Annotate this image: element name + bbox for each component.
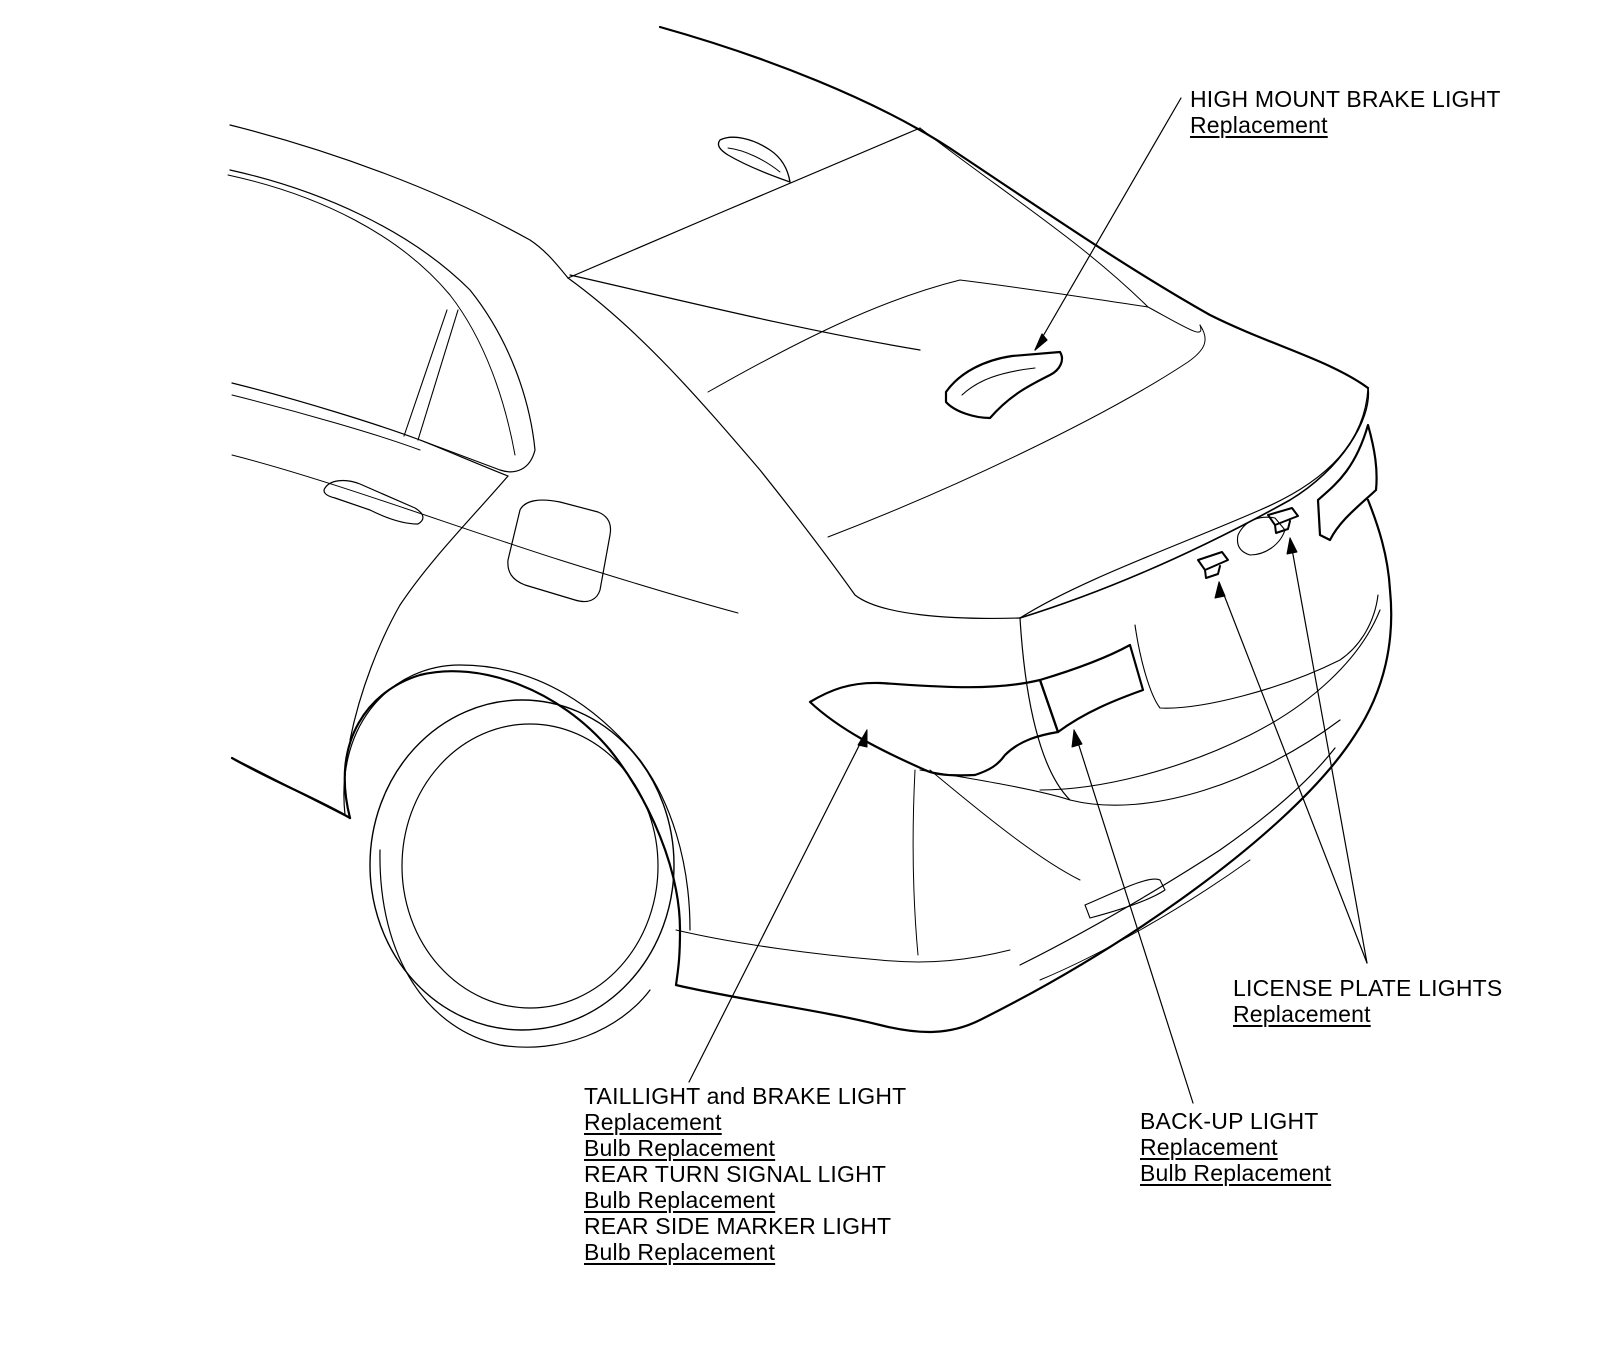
body-character-line xyxy=(231,454,739,614)
belt-line xyxy=(231,382,509,477)
high-mount-brake-light-heading: HIGH MOUNT BRAKE LIGHT xyxy=(1190,86,1501,112)
deck-crease-lower xyxy=(827,324,1206,538)
right-taillight xyxy=(1316,423,1378,542)
trunk-lid-edge xyxy=(1019,387,1369,619)
license-plate-light-left xyxy=(1197,551,1229,579)
quarter-window-pillar-2 xyxy=(417,309,459,441)
leader-license-right xyxy=(1289,537,1368,964)
bumper-lower-lip xyxy=(1019,747,1336,966)
leader-high-mount-arrow xyxy=(1034,333,1048,351)
trunk-lid-outline xyxy=(1019,387,1370,619)
bumper-lower-lip-2 xyxy=(1039,859,1251,981)
tire-tread xyxy=(379,849,651,1048)
antenna xyxy=(717,136,791,183)
bumper-lower xyxy=(674,498,1393,1034)
left-taillight xyxy=(808,678,1060,777)
rear-turn-signal-heading: REAR TURN SIGNAL LIGHT xyxy=(584,1161,887,1187)
tire-inner xyxy=(401,723,659,1009)
leader-backup xyxy=(1073,729,1194,1104)
taillight-replacement-link[interactable]: Replacement xyxy=(584,1109,722,1135)
wheel-arch-main xyxy=(343,670,682,987)
bumper-side-line xyxy=(929,769,1081,881)
rear-fascia-top xyxy=(567,277,1021,620)
rear-side-marker-heading: REAR SIDE MARKER LIGHT xyxy=(584,1213,892,1239)
tire-outer xyxy=(369,699,675,1031)
license-plate-lights-heading: LICENSE PLATE LIGHTS xyxy=(1233,975,1503,1001)
bumper-vertical xyxy=(912,769,919,956)
rear-window xyxy=(567,127,921,279)
quarter-panel-shoulder xyxy=(349,475,509,741)
license-recess xyxy=(1134,594,1379,709)
bumper-reflector xyxy=(1084,878,1166,919)
rear-window-lower xyxy=(569,274,921,351)
side-window-frame-inner xyxy=(229,169,536,473)
back-up-light-shape xyxy=(1038,643,1145,734)
back-up-light-replacement-link[interactable]: Replacement xyxy=(1140,1134,1278,1160)
roof-outline xyxy=(658,25,1370,390)
trunk-lock-recess xyxy=(1236,516,1286,556)
high-mount-brake-light-inner xyxy=(961,367,1036,396)
deck-crease xyxy=(707,279,1149,393)
back-up-light-heading: BACK-UP LIGHT xyxy=(1140,1108,1319,1134)
leader-license-left xyxy=(1218,581,1368,964)
taillight-brake-light-heading: TAILLIGHT and BRAKE LIGHT xyxy=(584,1083,907,1109)
leader-backup-arrow xyxy=(1071,729,1083,748)
deck-line xyxy=(919,127,1202,333)
leader-taillight xyxy=(688,729,868,1083)
taillight-bulb-replacement-link[interactable]: Bulb Replacement xyxy=(584,1135,776,1161)
quarter-window-pillar xyxy=(403,309,448,437)
rocker-lower xyxy=(231,757,351,819)
bumper-crease xyxy=(675,929,1011,963)
fascia-curve xyxy=(919,719,1341,806)
trunk-lower-edge xyxy=(1019,617,1071,801)
license-plate-light-right xyxy=(1267,507,1299,534)
license-plate-lights-replacement-link[interactable]: Replacement xyxy=(1233,1001,1371,1027)
callout-taillight: TAILLIGHT and BRAKE LIGHT Replacement Bu… xyxy=(584,1083,906,1265)
rear-side-marker-bulb-replacement-link[interactable]: Bulb Replacement xyxy=(584,1239,776,1265)
callout-back-up-light: BACK-UP LIGHT Replacement Bulb Replaceme… xyxy=(1140,1108,1331,1186)
high-mount-brake-light-shape xyxy=(944,350,1064,420)
door-handle xyxy=(323,479,424,525)
belt-line-2 xyxy=(231,394,421,451)
leader-taillight-arrow xyxy=(857,729,868,748)
rear-turn-signal-bulb-replacement-link[interactable]: Bulb Replacement xyxy=(584,1187,776,1213)
leader-license-arrow-left xyxy=(1214,581,1226,599)
wheel-arch-lip xyxy=(343,664,691,931)
bumper-upper-line xyxy=(1039,609,1381,791)
fuel-door xyxy=(507,499,612,603)
side-window-frame xyxy=(229,124,569,279)
antenna-detail xyxy=(727,147,781,173)
side-window-glass xyxy=(227,174,516,456)
callout-high-mount-brake-light: HIGH MOUNT BRAKE LIGHT Replacement xyxy=(1190,86,1501,138)
leader-license-arrow-right xyxy=(1286,537,1298,555)
back-up-light-bulb-replacement-link[interactable]: Bulb Replacement xyxy=(1140,1160,1332,1186)
high-mount-brake-light-replacement-link[interactable]: Replacement xyxy=(1190,112,1328,138)
leader-high-mount xyxy=(1034,97,1182,351)
callout-license-plate-lights: LICENSE PLATE LIGHTS Replacement xyxy=(1233,975,1502,1027)
